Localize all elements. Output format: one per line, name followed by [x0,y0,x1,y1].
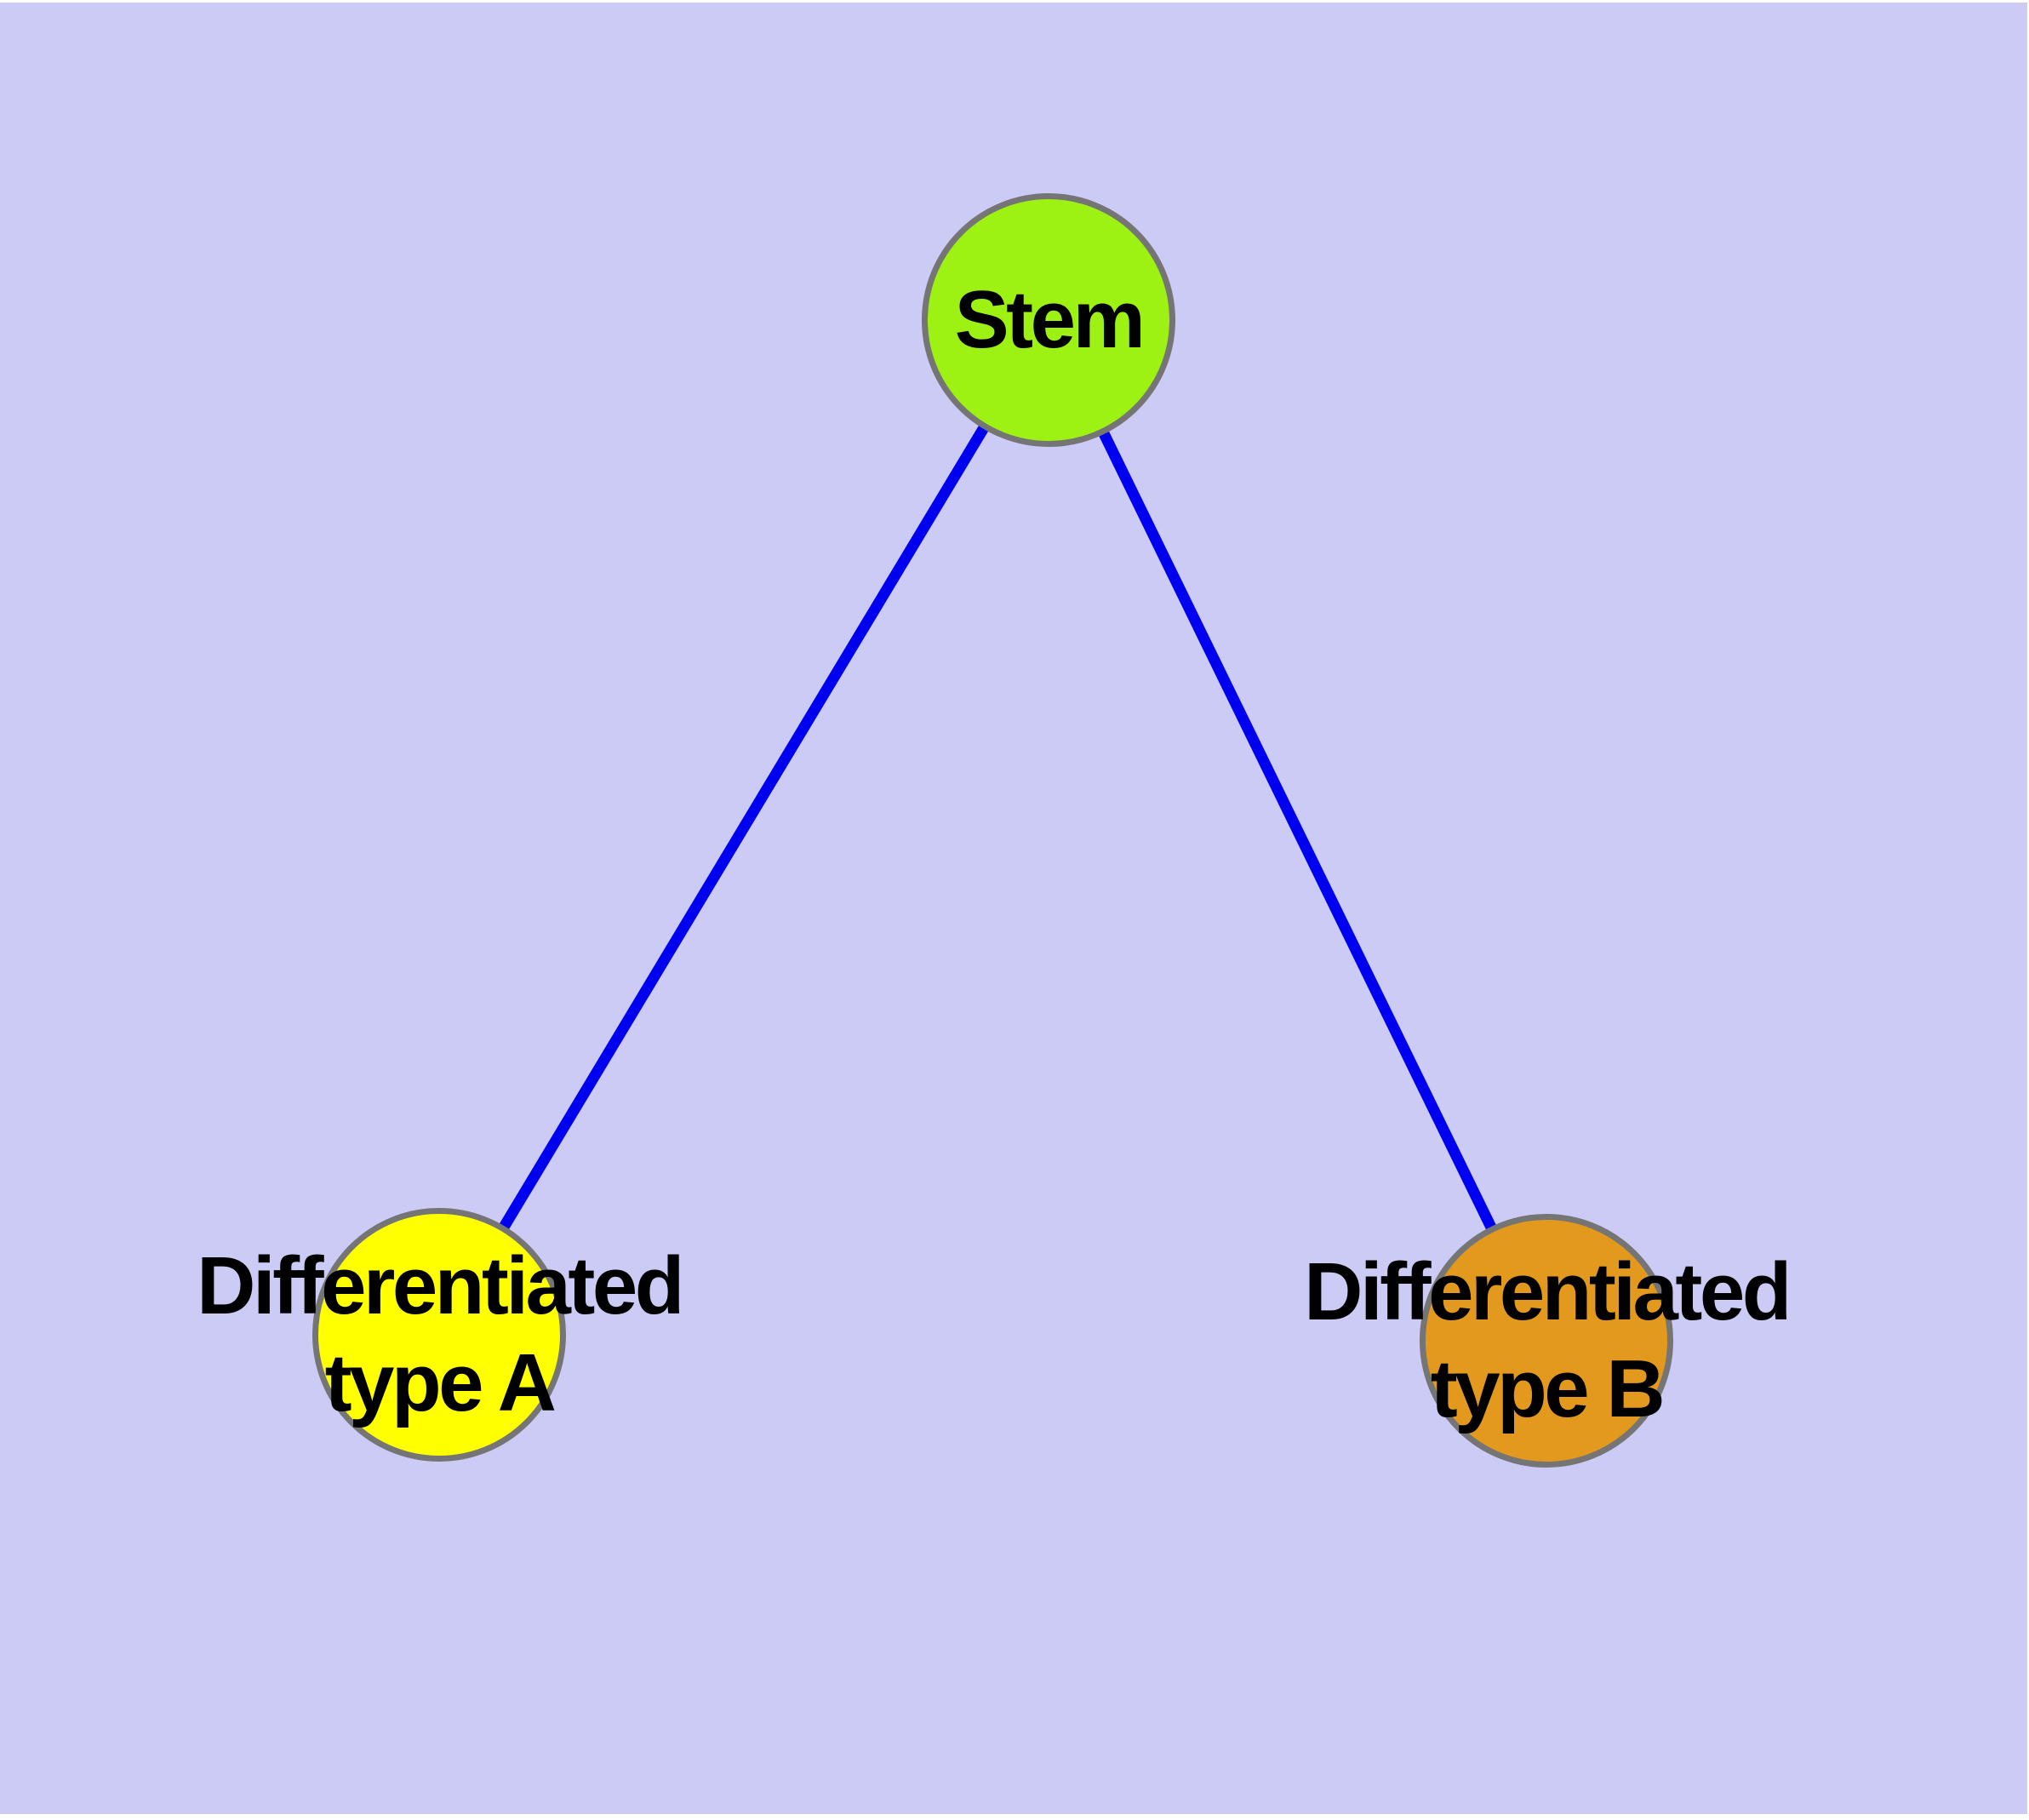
node-stem-label: Stem [954,272,1146,369]
label-line: type A [324,1337,557,1428]
edge-layer [434,317,1552,1343]
node-differentiated-type-a [312,1208,566,1462]
edge-stem-to-type-a [434,317,1054,1338]
label-line: Differentiated [197,1240,684,1331]
label-line: Stem [954,274,1146,365]
label-line: Differentiated [1304,1246,1792,1337]
label-line: type B [1430,1343,1666,1434]
node-differentiated-type-a-label: Differentiated type A [197,1238,684,1432]
node-differentiated-type-b-label: Differentiated type B [1304,1244,1792,1438]
node-differentiated-type-b [1420,1214,1673,1468]
edge-stem-to-type-b [1043,318,1552,1343]
diagram-canvas: Stem Differentiated type A Differentiate… [0,3,2027,1814]
node-stem [922,193,1175,447]
